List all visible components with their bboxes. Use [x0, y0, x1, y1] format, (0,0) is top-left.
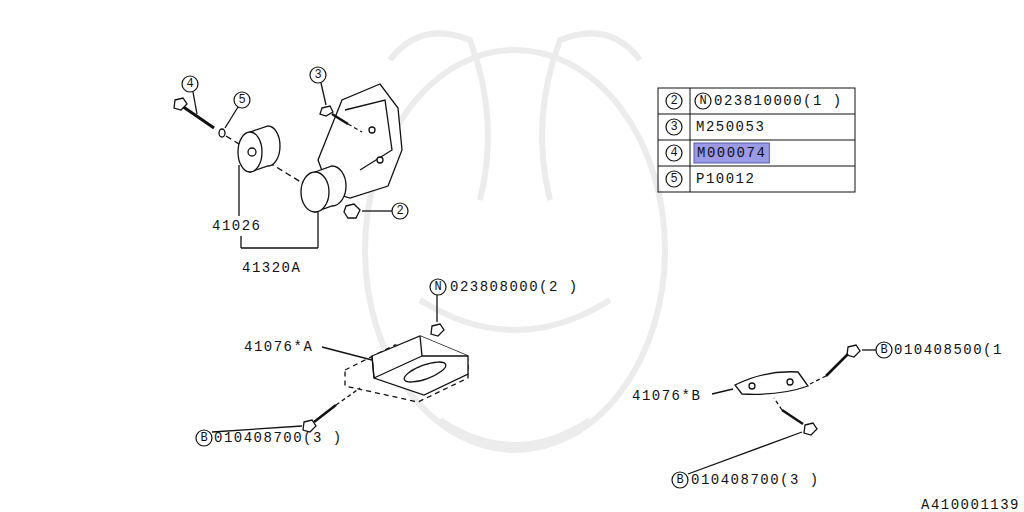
callout-letter: 5 [670, 173, 677, 186]
part-number: 010408500(1 [894, 342, 1003, 358]
callout-circle [666, 119, 682, 135]
callout-letter: B [676, 474, 683, 487]
parts-table [658, 88, 855, 192]
callout-letter: N [434, 281, 441, 294]
part-number: 023808000(2 ) [450, 279, 579, 295]
part-number: 010408700(3 ) [691, 472, 820, 488]
watermark [365, 33, 665, 450]
callout-circle [876, 342, 892, 358]
part-number: M250053 [696, 119, 765, 135]
callout-circle [310, 67, 326, 83]
callout-circle [672, 472, 688, 488]
callout-letter: N [699, 95, 706, 108]
callout-circle [182, 76, 198, 92]
callout-letter: B [200, 432, 207, 445]
callout-circle [392, 203, 408, 219]
callout-letter: 2 [670, 95, 677, 108]
part-number: 41076*A [244, 339, 313, 355]
part-number: 41026 [212, 218, 262, 234]
part-number: 023810000(1 ) [714, 93, 843, 109]
callout-circle [234, 92, 250, 108]
callout-letter: 4 [670, 147, 677, 160]
callout-circle [666, 93, 682, 109]
callout-circle [196, 430, 212, 446]
highlighted-part-number: M000074 [697, 145, 766, 161]
plate-b [688, 345, 876, 474]
part-number: 41320A [242, 260, 301, 276]
plate-a [212, 295, 468, 432]
callout-letter: B [880, 344, 887, 357]
mount-assembly [174, 83, 402, 248]
callout-letter: 5 [238, 94, 245, 107]
callout-letter: 4 [186, 78, 193, 91]
callout-circle [695, 93, 711, 109]
callout-circle [666, 145, 682, 161]
part-number: 010408700(3 ) [214, 430, 343, 446]
part-number: P10012 [696, 171, 755, 187]
part-number: A410001139 [921, 497, 1020, 512]
callout-letter: 3 [314, 69, 321, 82]
callout-letter: 2 [396, 205, 403, 218]
callout-circle [666, 171, 682, 187]
part-number: 41076*B [632, 388, 701, 404]
highlight-box [694, 143, 769, 163]
callout-circle [430, 279, 446, 295]
callout-letter: 3 [670, 121, 677, 134]
